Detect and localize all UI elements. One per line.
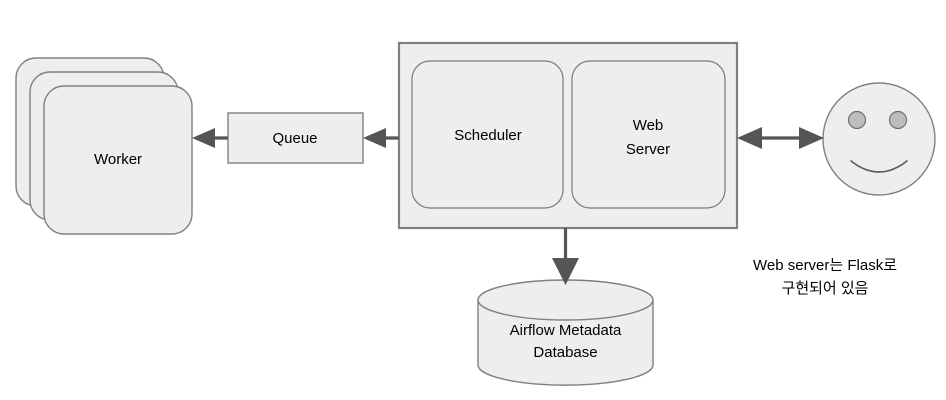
smiley-right-eye-icon bbox=[888, 110, 908, 130]
caption-line2: 구현되어 있음 bbox=[782, 280, 869, 297]
node-scheduler[interactable]: Scheduler bbox=[411, 60, 564, 209]
edge-user-to-web-server-arrowhead-left bbox=[737, 127, 762, 149]
database-cylinder-body bbox=[477, 299, 654, 386]
smiley-mouth-icon bbox=[850, 160, 908, 173]
node-database[interactable]: Airflow Metadata Database bbox=[477, 279, 654, 386]
caption-web-server-flask: Web server는 Flask로 구현되어 있음 bbox=[753, 257, 897, 297]
database-label-line2: Database bbox=[533, 344, 597, 361]
edge-scheduler-to-queue bbox=[363, 128, 399, 148]
web-server-box bbox=[571, 60, 726, 209]
node-web-server[interactable]: Web Server bbox=[571, 60, 726, 209]
scheduler-label: Scheduler bbox=[454, 127, 522, 144]
node-worker[interactable]: Worker bbox=[15, 57, 193, 235]
database-cylinder-top bbox=[477, 279, 654, 321]
edge-scheduler-to-queue-arrowhead bbox=[363, 128, 386, 148]
node-queue[interactable]: Queue bbox=[227, 112, 364, 164]
queue-label: Queue bbox=[272, 130, 317, 147]
worker-card-front bbox=[43, 85, 193, 235]
smiley-face-circle bbox=[822, 82, 936, 196]
web-server-label-line1: Web bbox=[633, 117, 664, 134]
edge-user-to-web-server-arrowhead-right bbox=[799, 127, 824, 149]
edge-queue-to-worker bbox=[192, 128, 228, 148]
node-server-container[interactable]: Scheduler Web Server bbox=[397, 41, 739, 230]
caption-line1: Web server는 Flask로 bbox=[753, 257, 897, 274]
node-user[interactable] bbox=[822, 82, 936, 196]
edge-container-to-database bbox=[552, 228, 579, 285]
database-label-line1: Airflow Metadata bbox=[510, 322, 622, 339]
edge-user-to-web-server bbox=[737, 127, 824, 149]
scheduler-box bbox=[411, 60, 564, 209]
edge-queue-to-worker-arrowhead bbox=[192, 128, 215, 148]
smiley-left-eye-icon bbox=[847, 110, 867, 130]
edge-container-to-database-arrowhead bbox=[552, 258, 579, 285]
worker-label: Worker bbox=[94, 151, 142, 168]
web-server-label-line2: Server bbox=[626, 141, 670, 158]
